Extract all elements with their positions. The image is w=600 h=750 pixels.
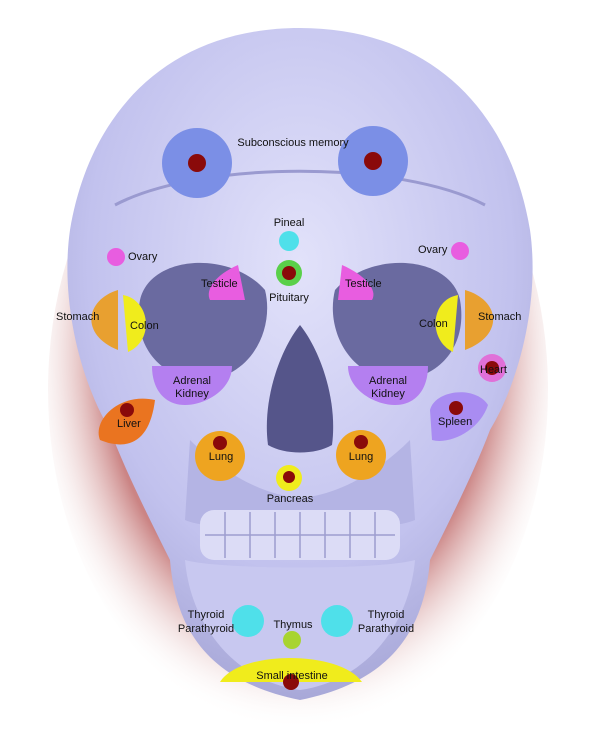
maxilla bbox=[185, 440, 415, 532]
thymus-zone[interactable] bbox=[283, 631, 301, 649]
nasal-cavity bbox=[266, 325, 334, 453]
label-liver: Liver bbox=[117, 418, 141, 430]
label-pituitary: Pituitary bbox=[269, 292, 309, 304]
pressure-point-memory-left[interactable] bbox=[188, 154, 206, 172]
label-kidney-right: Kidney bbox=[371, 388, 405, 400]
label-pancreas: Pancreas bbox=[266, 493, 314, 505]
liver-zone[interactable] bbox=[98, 398, 155, 445]
pressure-point-liver[interactable] bbox=[120, 403, 134, 417]
label-stomach-left: Stomach bbox=[56, 311, 100, 323]
mandible bbox=[185, 560, 415, 690]
label-testicle-left: Testicle bbox=[201, 278, 238, 290]
skull-suture bbox=[114, 169, 486, 207]
label-thymus: Thymus bbox=[273, 619, 313, 631]
adrenal-kidney-zone-right[interactable] bbox=[348, 366, 428, 405]
testicle-zone-left[interactable] bbox=[208, 265, 245, 300]
reflex-zones bbox=[91, 126, 506, 682]
label-heart: Heart bbox=[480, 364, 507, 376]
pressure-point-memory-right[interactable] bbox=[364, 152, 382, 170]
label-colon-left: Colon bbox=[130, 320, 159, 332]
ovary-zone-right[interactable] bbox=[451, 242, 469, 260]
colon-zone-right[interactable] bbox=[435, 295, 458, 352]
pressure-point-heart[interactable] bbox=[485, 361, 499, 375]
pressure-point-lung-left[interactable] bbox=[213, 436, 227, 450]
pressure-point-lung-right[interactable] bbox=[354, 435, 368, 449]
pressure-point-small-intestine[interactable] bbox=[283, 674, 299, 690]
label-subconscious-memory: Subconscious memory bbox=[237, 137, 349, 149]
lung-zone-left[interactable] bbox=[195, 431, 245, 481]
label-pineal: Pineal bbox=[273, 217, 305, 229]
label-lung-right: Lung bbox=[348, 451, 374, 463]
small-intestine-zone[interactable] bbox=[220, 658, 362, 682]
label-testicle-right: Testicle bbox=[345, 278, 382, 290]
stomach-zone-left[interactable] bbox=[91, 290, 118, 350]
label-kidney-left: Kidney bbox=[175, 388, 209, 400]
label-ovary-right: Ovary bbox=[418, 244, 448, 256]
label-parathyroid-right: Parathyroid bbox=[357, 623, 415, 635]
label-parathyroid-left: Parathyroid bbox=[177, 623, 235, 635]
pressure-points bbox=[120, 152, 499, 690]
lung-zone-right[interactable] bbox=[336, 430, 386, 480]
label-ovary-left: Ovary bbox=[128, 251, 158, 263]
testicle-zone-right[interactable] bbox=[338, 265, 374, 300]
pressure-point-pituitary[interactable] bbox=[282, 266, 296, 280]
adrenal-kidney-zone-left[interactable] bbox=[152, 366, 232, 405]
thyroid-zone-left[interactable] bbox=[232, 605, 264, 637]
label-small-intestine: Small intestine bbox=[256, 670, 328, 682]
thyroid-zone-right[interactable] bbox=[321, 605, 353, 637]
pineal-zone[interactable] bbox=[279, 231, 299, 251]
colon-zone-left[interactable] bbox=[123, 295, 146, 352]
label-colon-right: Colon bbox=[419, 318, 448, 330]
spleen-zone[interactable] bbox=[430, 392, 488, 441]
label-adrenal-left: Adrenal bbox=[173, 375, 211, 387]
label-adrenal-right: Adrenal bbox=[369, 375, 407, 387]
label-stomach-right: Stomach bbox=[478, 311, 522, 323]
label-spleen: Spleen bbox=[438, 416, 473, 428]
ovary-zone-left[interactable] bbox=[107, 248, 125, 266]
label-lung-left: Lung bbox=[208, 451, 234, 463]
label-thyroid-left: Thyroid bbox=[187, 609, 225, 621]
pressure-point-spleen[interactable] bbox=[449, 401, 463, 415]
label-thyroid-right: Thyroid bbox=[367, 609, 405, 621]
stomach-zone-right[interactable] bbox=[465, 290, 494, 350]
pressure-point-pancreas[interactable] bbox=[283, 471, 295, 483]
